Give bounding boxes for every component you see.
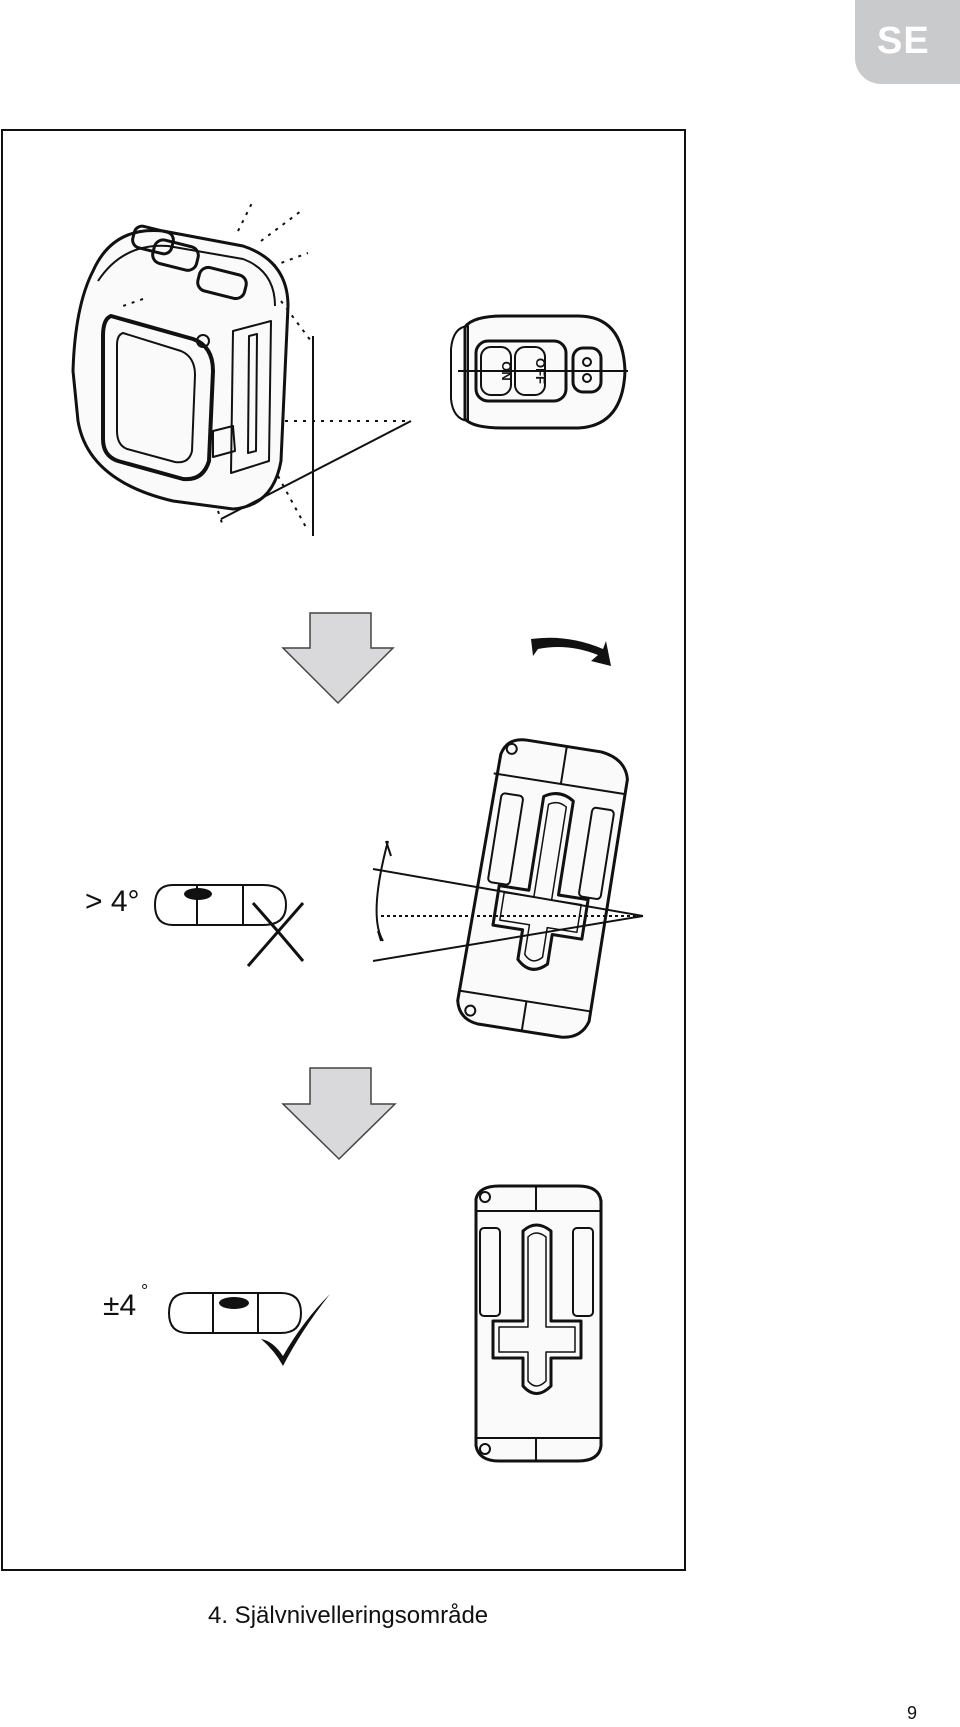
check-icon bbox=[261, 1294, 330, 1366]
self-leveling-illustration: ON OFF bbox=[71, 200, 644, 1463]
down-arrow-icon bbox=[281, 612, 395, 705]
laser-device-3d bbox=[71, 224, 290, 511]
tilt-limit-within-label: ±4 bbox=[103, 1289, 137, 1322]
on-button-label: ON bbox=[499, 361, 514, 381]
level-vial-over bbox=[153, 884, 288, 926]
tilt-limit-within-degree: ° bbox=[141, 1281, 149, 1301]
tilt-angle-wedge bbox=[372, 840, 644, 962]
level-vial-within bbox=[167, 1292, 303, 1334]
page-number: 9 bbox=[907, 1703, 918, 1723]
tilt-limit-over-label: > 4° bbox=[85, 885, 140, 918]
device-top-view bbox=[450, 314, 628, 430]
down-arrow-icon bbox=[281, 1067, 397, 1161]
cross-icon bbox=[246, 902, 305, 967]
off-button-label: OFF bbox=[533, 358, 548, 384]
figure-caption: 4. Självnivelleringsområde bbox=[208, 1602, 489, 1629]
laser-lines bbox=[122, 200, 412, 536]
level-device bbox=[474, 1184, 603, 1463]
language-tab: SE bbox=[855, 0, 960, 84]
figure-frame: ON OFF bbox=[1, 129, 686, 1571]
rotate-arrow-icon bbox=[531, 637, 611, 666]
tilted-device bbox=[456, 738, 629, 1039]
language-tab-label: SE bbox=[877, 20, 930, 62]
